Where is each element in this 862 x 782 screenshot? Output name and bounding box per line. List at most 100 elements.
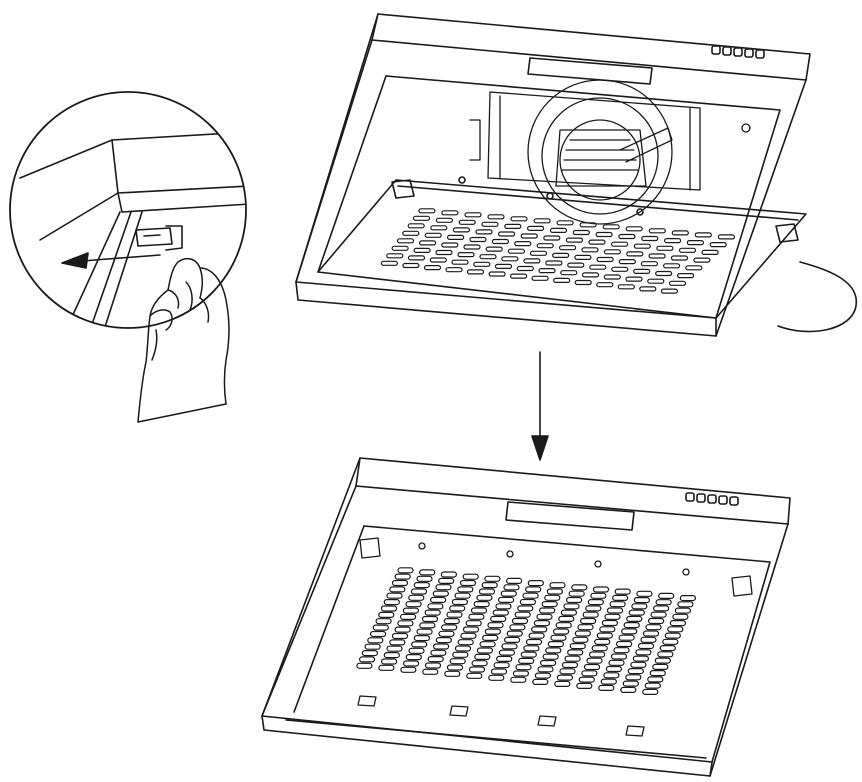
filter-slot bbox=[579, 222, 597, 228]
filter-slot bbox=[560, 270, 578, 276]
filter-slot bbox=[457, 252, 475, 258]
display-window bbox=[527, 57, 653, 85]
filter-slot bbox=[527, 579, 544, 587]
filter-slot bbox=[523, 645, 540, 652]
display-window-closed bbox=[505, 501, 635, 531]
filter-slot bbox=[416, 575, 433, 582]
filter-slot bbox=[413, 634, 430, 642]
filter-slot bbox=[435, 584, 452, 591]
filter-slot bbox=[518, 657, 535, 665]
filter-slot bbox=[469, 236, 487, 243]
filter-slot bbox=[520, 233, 538, 239]
filter-slot bbox=[644, 682, 661, 689]
filter-slot bbox=[604, 613, 621, 620]
filter-slot bbox=[547, 640, 565, 648]
filter-slot bbox=[528, 632, 545, 639]
filter-slot bbox=[484, 628, 501, 635]
filter-slot bbox=[576, 682, 593, 690]
filter-slot bbox=[641, 235, 659, 242]
filter-slot bbox=[577, 624, 594, 631]
filter-slot bbox=[501, 643, 518, 650]
filter-slot bbox=[660, 288, 679, 294]
filter-slot bbox=[512, 670, 530, 677]
filter-slot bbox=[552, 252, 570, 258]
filter-slot bbox=[647, 278, 665, 284]
filter-slot bbox=[668, 280, 687, 286]
filter-slot bbox=[621, 628, 638, 635]
filter-slot bbox=[356, 662, 373, 669]
filter-slot bbox=[476, 594, 493, 601]
filter-slot bbox=[400, 666, 417, 673]
filter-slot bbox=[488, 674, 505, 681]
filter-slot bbox=[391, 245, 409, 251]
filter-slot bbox=[419, 240, 437, 246]
filter-slot bbox=[574, 630, 592, 637]
filter-slot bbox=[618, 233, 636, 240]
filter-slot bbox=[408, 647, 425, 654]
detail-hood-corner bbox=[19, 131, 246, 328]
filter-slot bbox=[413, 581, 430, 589]
filter-slot bbox=[581, 272, 600, 278]
filter-slot bbox=[647, 676, 664, 683]
filter-slot bbox=[620, 686, 637, 694]
filter-slot bbox=[391, 579, 409, 587]
detail-magnify-circle bbox=[9, 91, 247, 423]
filter-slot bbox=[606, 607, 624, 614]
filter-slot bbox=[452, 227, 470, 233]
filter-slot bbox=[481, 221, 499, 227]
filter-slot bbox=[614, 588, 631, 595]
filter-slot bbox=[589, 264, 607, 270]
filter-slot bbox=[510, 273, 528, 279]
filter-slot bbox=[403, 660, 420, 667]
filter-slots-open bbox=[380, 208, 736, 294]
filter-slot bbox=[649, 669, 666, 677]
filter-slot bbox=[599, 626, 616, 633]
filter-slot bbox=[594, 638, 611, 646]
filter-slot bbox=[464, 212, 482, 218]
filter-slot bbox=[526, 225, 545, 231]
filter-slot bbox=[674, 607, 692, 614]
filter-slot bbox=[522, 592, 539, 599]
filter-slot bbox=[658, 592, 675, 600]
filter-slot bbox=[470, 607, 488, 614]
filter-slot bbox=[622, 680, 639, 687]
filter-slot bbox=[454, 645, 472, 652]
filter-slot bbox=[558, 245, 577, 251]
filter-slot bbox=[633, 243, 651, 249]
filter-slot bbox=[423, 265, 442, 271]
filter-slot bbox=[595, 231, 613, 238]
filter-slot bbox=[617, 284, 635, 290]
filter-slot bbox=[605, 665, 623, 673]
filter-slot bbox=[670, 255, 689, 261]
filter-slot bbox=[375, 618, 392, 625]
filter-slot bbox=[515, 664, 532, 671]
filter-slot bbox=[636, 590, 653, 597]
filter-slot bbox=[694, 232, 712, 238]
filter-slot bbox=[586, 657, 603, 664]
filter-slot bbox=[632, 655, 650, 662]
filter-slot bbox=[568, 590, 585, 597]
filter-slot bbox=[510, 216, 528, 222]
filter-slot bbox=[378, 664, 395, 671]
filter-slot bbox=[654, 657, 671, 664]
filter-slot bbox=[446, 611, 463, 618]
filter-slot bbox=[509, 624, 526, 631]
filter-slot bbox=[717, 234, 736, 240]
filter-slot bbox=[602, 224, 620, 230]
filter-slot bbox=[543, 235, 561, 241]
filter-slot bbox=[511, 617, 529, 625]
filter-slot bbox=[662, 638, 679, 645]
filter-slot bbox=[662, 263, 681, 269]
filter-slot bbox=[623, 621, 640, 629]
filter-slot bbox=[645, 624, 662, 631]
filter-slot bbox=[569, 642, 586, 650]
filter-slot bbox=[574, 279, 592, 286]
filter-slot bbox=[598, 684, 615, 692]
filter-slot bbox=[546, 588, 564, 595]
filter-slot bbox=[438, 577, 455, 585]
filter-slot bbox=[462, 626, 480, 633]
filter-slot bbox=[663, 238, 682, 244]
filter-slot bbox=[397, 567, 414, 574]
filter-slot bbox=[500, 590, 517, 597]
